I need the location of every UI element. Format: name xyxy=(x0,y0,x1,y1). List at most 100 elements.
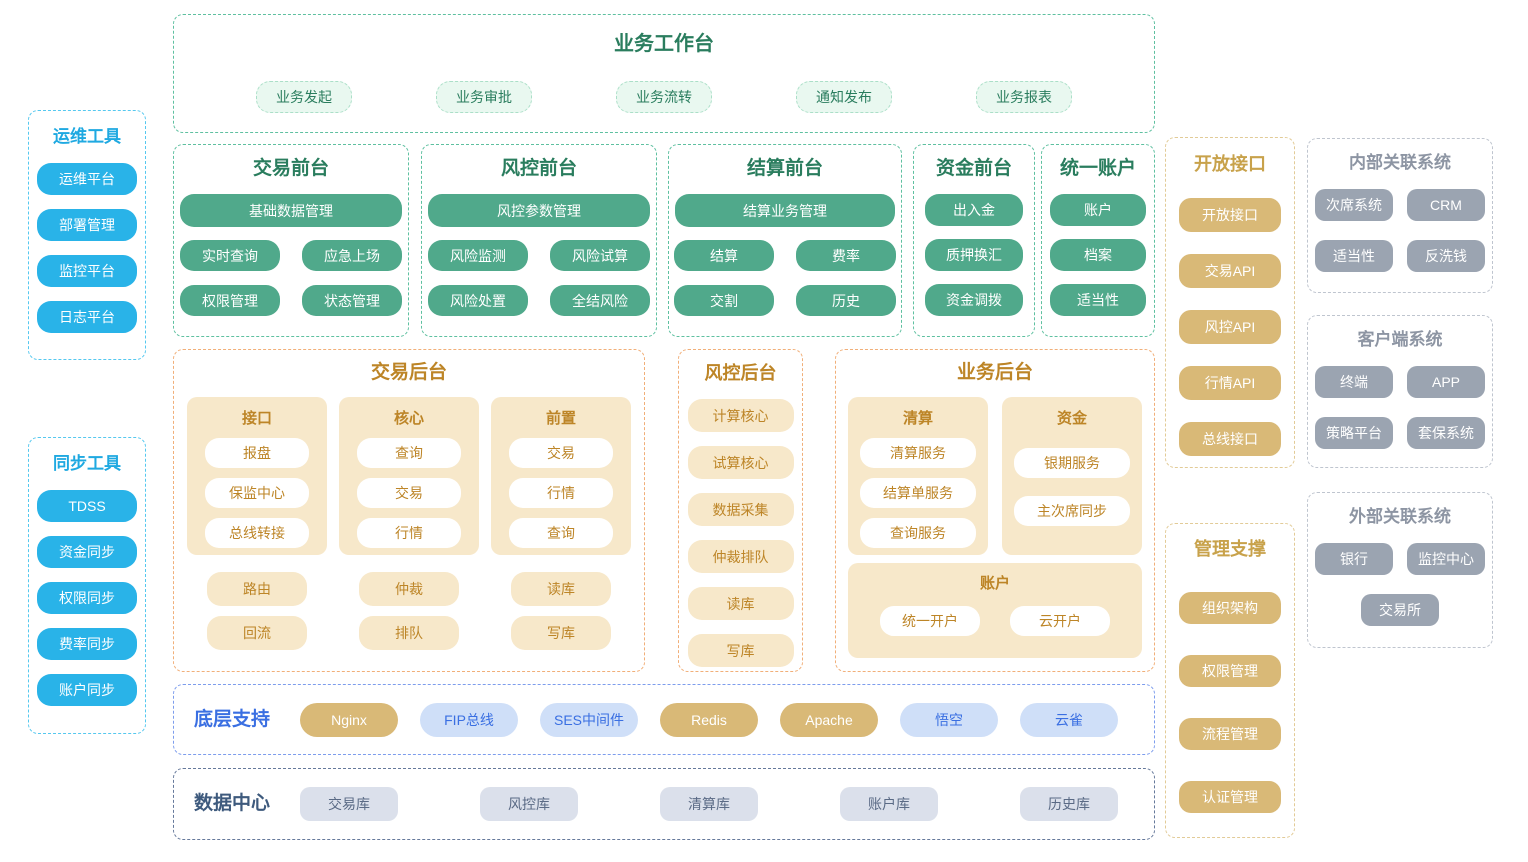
infra-item: SES中间件 xyxy=(540,702,639,737)
panel-mgmt: 管理支撑 组织架构 权限管理 流程管理 认证管理 xyxy=(1165,523,1295,838)
settle-front-item: 交割 xyxy=(674,285,774,316)
group-item: 结算单服务 xyxy=(860,478,976,508)
trade-back-extra: 写库 xyxy=(511,616,611,650)
infra-item: 悟空 xyxy=(900,702,999,737)
trade-back-extra: 路由 xyxy=(207,572,307,606)
settle-front-item: 结算 xyxy=(674,240,774,271)
panel-unified-account: 统一账户 账户 档案 适当性 xyxy=(1041,144,1155,337)
panel-external-sys: 外部关联系统 银行 监控中心 交易所 xyxy=(1307,492,1493,648)
infra-item: Nginx xyxy=(300,702,399,737)
group-item: 总线转接 xyxy=(205,518,309,548)
panel-settle-front: 结算前台 结算业务管理 结算 费率 交割 历史 xyxy=(668,144,902,337)
panel-open-api: 开放接口 开放接口 交易API 风控API 行情API 总线接口 xyxy=(1165,137,1295,468)
panel-trade-front: 交易前台 基础数据管理 实时查询 应急上场 权限管理 状态管理 xyxy=(173,144,409,337)
internal-sys-item: CRM xyxy=(1407,189,1485,221)
trade-back-title: 交易后台 xyxy=(370,362,447,383)
group-item: 行情 xyxy=(357,518,461,548)
unified-account-item: 适当性 xyxy=(1050,284,1146,316)
group-item: 云开户 xyxy=(1010,606,1110,636)
trade-front-item: 状态管理 xyxy=(302,285,402,316)
sync-item: 账户同步 xyxy=(37,674,137,706)
sync-item: 费率同步 xyxy=(37,628,137,660)
group-item: 查询 xyxy=(357,438,461,468)
sync-item: 权限同步 xyxy=(37,582,137,614)
mgmt-item: 认证管理 xyxy=(1179,781,1281,813)
risk-back-item: 数据采集 xyxy=(687,493,794,526)
risk-back-item: 计算核心 xyxy=(687,399,794,432)
business-back-title: 业务后台 xyxy=(956,362,1033,383)
sync-item: 资金同步 xyxy=(37,536,137,568)
group-item: 统一开户 xyxy=(880,606,980,636)
group-item: 查询 xyxy=(509,518,613,548)
mgmt-title: 管理支撑 xyxy=(1194,539,1266,559)
client-sys-item: 策略平台 xyxy=(1315,417,1393,449)
business-back-account: 账户 统一开户 云开户 xyxy=(848,563,1142,658)
group-item: 查询服务 xyxy=(860,518,976,548)
ops-tools-title: 运维工具 xyxy=(53,127,121,146)
trade-front-item: 实时查询 xyxy=(180,240,280,271)
open-api-item: 开放接口 xyxy=(1179,198,1281,232)
group-title: 清算 xyxy=(902,410,933,427)
business-back-funds: 资金 银期服务 主次席同步 xyxy=(1002,397,1142,555)
panel-funds-front: 资金前台 出入金 质押换汇 资金调拨 xyxy=(913,144,1035,337)
data-center-item: 交易库 xyxy=(300,787,399,821)
panel-data-center: 数据中心 交易库 风控库 清算库 账户库 历史库 xyxy=(173,768,1155,840)
risk-front-item: 风险监测 xyxy=(428,240,528,271)
panel-business-back: 业务后台 清算 清算服务 结算单服务 查询服务 资金 银期服务 主次席同步 账户… xyxy=(835,349,1155,672)
group-item: 交易 xyxy=(509,438,613,468)
unified-account-title: 统一账户 xyxy=(1059,158,1136,179)
risk-front-item: 风险试算 xyxy=(550,240,650,271)
data-center-item: 清算库 xyxy=(660,787,759,821)
trade-back-extra: 仲裁 xyxy=(359,572,459,606)
settle-front-title: 结算前台 xyxy=(746,158,823,179)
group-item: 保监中心 xyxy=(205,478,309,508)
unified-account-item: 账户 xyxy=(1050,194,1146,226)
trade-front-title: 交易前台 xyxy=(252,158,329,179)
trade-back-group-frontend: 前置 交易 行情 查询 xyxy=(491,397,631,555)
group-item: 主次席同步 xyxy=(1014,496,1130,526)
settle-front-item: 费率 xyxy=(796,240,896,271)
group-title: 账户 xyxy=(979,575,1010,592)
group-item: 银期服务 xyxy=(1014,448,1130,478)
group-item: 行情 xyxy=(509,478,613,508)
risk-back-title: 风控后台 xyxy=(704,363,777,383)
internal-sys-title: 内部关联系统 xyxy=(1349,153,1451,172)
risk-back-item: 仲裁排队 xyxy=(687,540,794,573)
ops-item: 运维平台 xyxy=(37,163,137,195)
infra-item: 云雀 xyxy=(1020,702,1119,737)
data-center-title: 数据中心 xyxy=(194,793,271,814)
external-sys-title: 外部关联系统 xyxy=(1349,507,1451,526)
panel-ops-tools: 运维工具 运维平台 部署管理 监控平台 日志平台 xyxy=(28,110,146,360)
client-sys-item: 终端 xyxy=(1315,366,1393,398)
risk-back-item: 读库 xyxy=(687,587,794,620)
risk-front-wide: 风控参数管理 xyxy=(428,194,650,227)
open-api-item: 交易API xyxy=(1179,254,1281,288)
trade-front-item: 应急上场 xyxy=(302,240,402,271)
external-sys-item: 银行 xyxy=(1315,543,1393,575)
infra-item: Apache xyxy=(780,702,879,737)
infra-item: FIP总线 xyxy=(420,702,519,737)
internal-sys-item: 适当性 xyxy=(1315,240,1393,272)
group-item: 报盘 xyxy=(205,438,309,468)
workbench-item: 通知发布 xyxy=(796,81,892,113)
infra-item: Redis xyxy=(660,702,759,737)
trade-back-extra: 回流 xyxy=(207,616,307,650)
trade-back-group-core: 核心 查询 交易 行情 xyxy=(339,397,479,555)
ops-item: 日志平台 xyxy=(37,301,137,333)
group-item: 交易 xyxy=(357,478,461,508)
data-center-item: 风控库 xyxy=(480,787,579,821)
group-item: 清算服务 xyxy=(860,438,976,468)
ops-item: 监控平台 xyxy=(37,255,137,287)
funds-front-item: 质押换汇 xyxy=(925,239,1023,271)
panel-risk-back: 风控后台 计算核心 试算核心 数据采集 仲裁排队 读库 写库 xyxy=(678,349,803,672)
trade-back-extra: 读库 xyxy=(511,572,611,606)
group-title: 资金 xyxy=(1056,410,1087,427)
panel-risk-front: 风控前台 风控参数管理 风险监测 风险试算 风险处置 全结风险 xyxy=(421,144,657,337)
group-title: 前置 xyxy=(545,410,576,427)
risk-front-item: 全结风险 xyxy=(550,285,650,316)
mgmt-item: 组织架构 xyxy=(1179,592,1281,624)
sync-tools-title: 同步工具 xyxy=(53,454,121,473)
trade-front-item: 权限管理 xyxy=(180,285,280,316)
settle-front-wide: 结算业务管理 xyxy=(675,194,895,227)
group-title: 核心 xyxy=(393,410,424,427)
